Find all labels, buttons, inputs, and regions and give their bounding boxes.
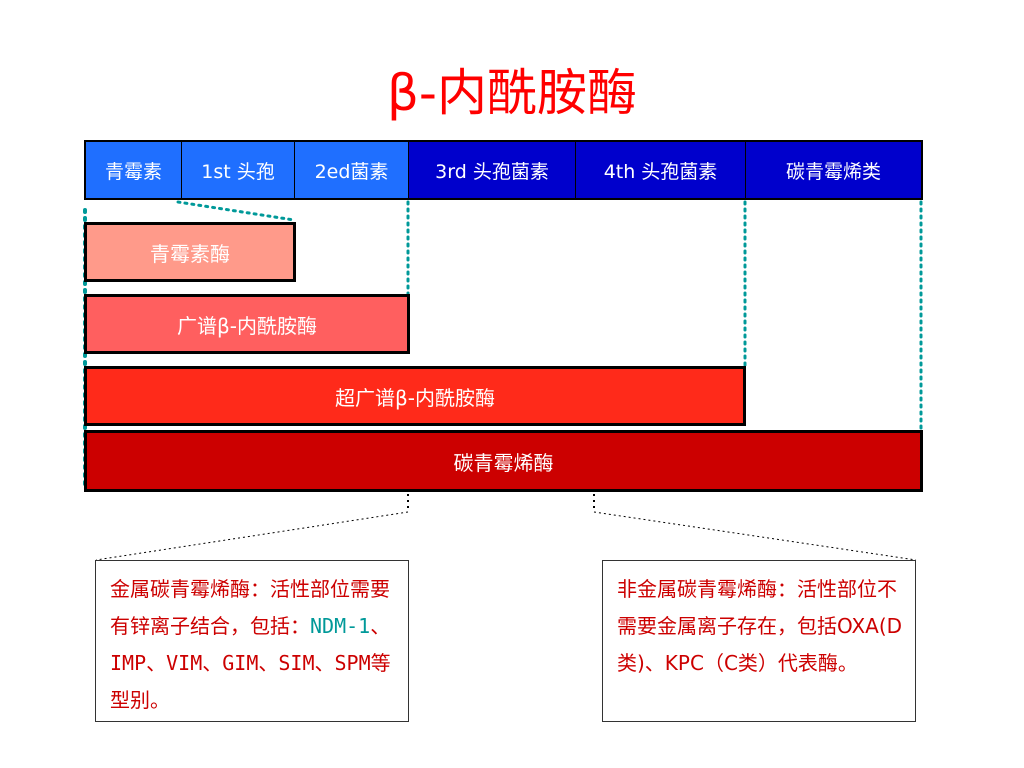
antibiotic-class-header: 青霉素 1st 头孢 2ed菌素 3rd 头孢菌素 4th 头孢菌素 碳青霉烯类 bbox=[84, 140, 923, 200]
note-left-highlight: NDM-1 bbox=[310, 614, 371, 638]
header-cell-1st-cephalosporin: 1st 头孢 bbox=[182, 142, 295, 198]
header-cell-penicillin: 青霉素 bbox=[86, 142, 182, 198]
bar-broad-spectrum-beta-lactamase: 广谱β-内酰胺酶 bbox=[84, 294, 410, 354]
callout-left-diagonal bbox=[95, 511, 409, 561]
note-left-text-before: 金属碳青霉烯酶：活性部位需要有锌离子结合，包括： bbox=[110, 577, 390, 638]
note-non-metallo-carbapenemase: 非金属碳青霉烯酶：活性部位不需要金属离子存在，包括OXA(D类)、KPC（C类）… bbox=[602, 560, 916, 722]
header-cell-2nd-cephalosporin: 2ed菌素 bbox=[295, 142, 409, 198]
bar-carbapenemase: 碳青霉烯酶 bbox=[84, 430, 923, 492]
header-cell-4th-cephalosporin: 4th 头孢菌素 bbox=[576, 142, 746, 198]
bar-penicillinase: 青霉素酶 bbox=[84, 222, 296, 282]
note-left-text-after: 、IMP、VIM、GIM、SIM、SPM等型别。 bbox=[110, 614, 391, 712]
header-cell-carbapenem: 碳青霉烯类 bbox=[746, 142, 921, 198]
callout-right-diagonal bbox=[593, 511, 917, 561]
bar-extended-spectrum-beta-lactamase: 超广谱β-内酰胺酶 bbox=[84, 366, 746, 426]
note-metallo-carbapenemase: 金属碳青霉烯酶：活性部位需要有锌离子结合，包括：NDM-1、IMP、VIM、GI… bbox=[95, 560, 409, 722]
page-title: β-内酰胺酶 bbox=[387, 64, 637, 122]
dotted-line-penicillinase bbox=[176, 200, 296, 222]
header-cell-3rd-cephalosporin: 3rd 头孢菌素 bbox=[409, 142, 576, 198]
note-right-text: 非金属碳青霉烯酶：活性部位不需要金属离子存在，包括OXA(D类)、KPC（C类）… bbox=[617, 577, 903, 675]
